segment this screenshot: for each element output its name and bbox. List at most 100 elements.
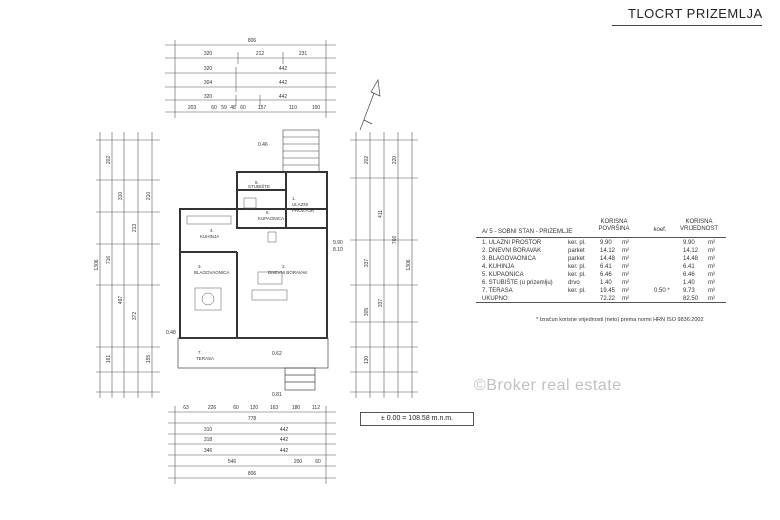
legend-header-text: A/ 5 - SOBNI STAN - PRIZEMLJE <box>482 229 573 235</box>
legend-cell-name: 4. KUHINJA <box>482 264 515 270</box>
level-label-b: 9.90 <box>333 240 343 246</box>
dim-top-row3-a: 304 <box>204 80 213 86</box>
dim-top-row2-b: 442 <box>279 66 288 72</box>
legend-cell-unit: m² <box>622 248 629 254</box>
legend-total-value: 82.50 <box>683 296 699 302</box>
room-7-name: TERASA <box>196 356 214 361</box>
legend-cell-vunit: m² <box>708 280 715 286</box>
legend-cell-area: 6.41 <box>600 264 612 270</box>
title-underline <box>612 25 762 26</box>
legend-cell-unit: m² <box>622 288 629 294</box>
legend-cell-value: 6.46 <box>683 272 695 278</box>
level-label-f: 0.81 <box>272 392 282 398</box>
dim-bottom-row1-b: 226 <box>208 405 217 411</box>
room-5-name: KUPAONICA <box>258 216 284 221</box>
dim-top-row1-a: 320 <box>204 51 213 57</box>
legend-cell-value: 6.41 <box>683 264 695 270</box>
dim-top-row1-c: 231 <box>299 51 308 57</box>
dim-right-inner-c: 130 <box>364 356 370 365</box>
legend-total-vunit: m² <box>708 296 715 302</box>
dim-right-mid-b: 411 <box>378 210 384 218</box>
legend-cell-floor: ker. pl. <box>568 272 586 278</box>
room-6-name: STUBIŠTE <box>248 183 270 189</box>
dim-left-outer: 1306 <box>94 259 100 270</box>
legend-cell-name: 7. TERASA <box>482 288 513 294</box>
dim-right-mid-e: 305 <box>364 308 370 317</box>
dim-left-inner-c: 210 <box>146 192 152 201</box>
dim-bottom-row5-a: 346 <box>204 448 213 454</box>
plan-title: TLOCRT PRIZEMLJA <box>628 6 763 21</box>
dim-bottom-total: 806 <box>248 471 257 477</box>
legend-cell-value: 14.48 <box>683 256 699 262</box>
dim-bottom-row3-a: 310 <box>204 427 213 433</box>
top-dimension-labels: 806 320 212 231 320 442 304 442 320 442 … <box>188 38 321 111</box>
dim-right-mid-c: 337 <box>364 259 370 268</box>
legend-total-area: 72.22 <box>600 296 616 302</box>
level-label-c: 8.10 <box>333 247 343 253</box>
legend-cell-floor: ker. pl. <box>568 288 586 294</box>
legend-cell-unit: m² <box>622 256 629 262</box>
dim-left-inner-d: 213 <box>132 224 138 233</box>
level-label-e: 0.48 <box>166 330 176 336</box>
legend-cell-unit: m² <box>622 264 629 270</box>
dim-bottom-row2: 778 <box>248 416 257 422</box>
top-dimension-chain <box>165 40 336 118</box>
dim-bottom-row4-b: 442 <box>280 437 289 443</box>
legend-col-value-line2: VRIJEDNOST <box>679 226 718 232</box>
room-4-name: KUHINJA <box>200 234 219 239</box>
legend-cell-floor: parket <box>568 248 585 254</box>
dim-bottom-row1-e: 163 <box>270 405 279 411</box>
dim-right-inner-b: 220 <box>392 156 398 165</box>
legend-cell-area: 19.45 <box>600 288 616 294</box>
legend-cell-name: 6. STUBIŠTE (u prizemlju) <box>482 280 553 286</box>
dim-left-inner-b: 310 <box>118 192 124 201</box>
dim-left-mid-a: 716 <box>106 256 112 265</box>
legend-cell-unit: m² <box>622 280 629 286</box>
legend-cell-vunit: m² <box>708 272 715 278</box>
legend-cell-area: 14.48 <box>600 256 616 262</box>
calculation-note: * Izračun korisne vrijednosti (neto) pre… <box>536 317 704 323</box>
dim-left-mid-c: 372 <box>132 312 138 321</box>
legend-total-name: UKUPNO <box>482 296 508 302</box>
room-labels: 1. ULAZNI PROSTOR 2. DNEVNI BORAVAK 3. B… <box>194 180 315 361</box>
dim-bottom-row6-b: 200 <box>294 459 303 465</box>
legend-col-area-line2: POVRŠINA <box>598 226 630 232</box>
legend-cell-floor: ker. pl. <box>568 240 586 246</box>
dim-top-total: 806 <box>248 38 257 44</box>
dim-top-row6-h: 100 <box>312 105 321 111</box>
dim-right-mid-d: 337 <box>378 299 384 308</box>
room-1-line2: PROSTOR <box>292 208 315 213</box>
dim-bottom-row1-f: 180 <box>292 405 301 411</box>
legend-cell-name: 2. DNEVNI BORAVAK <box>482 248 542 254</box>
north-arrow-icon <box>359 78 381 131</box>
right-dimension-chain <box>350 132 418 398</box>
room-7-number: 7. <box>198 350 202 355</box>
level-labels: 0.46 9.90 8.10 0.62 0.48 0.81 <box>166 142 343 398</box>
dim-left-inner-f: 155 <box>146 355 152 364</box>
legend-col-value-line1: KORISNA <box>685 219 713 225</box>
dim-bottom-row6-c: 60 <box>315 459 321 465</box>
dim-top-row6-g: 110 <box>289 105 297 111</box>
furniture <box>186 197 288 311</box>
legend-cell-value: 14.12 <box>683 248 699 254</box>
room-6-number: 6. <box>255 180 259 185</box>
legend-cell-floor: drvo <box>568 280 580 286</box>
dim-top-row6-f: 157 <box>258 105 267 111</box>
dim-bottom-row1-a: 63 <box>183 405 189 411</box>
legend-cell-name: 1. ULAZNI PROSTOR <box>482 240 542 246</box>
legend-rule-bottom <box>476 302 726 303</box>
room-1-number: 1. <box>292 196 296 201</box>
legend-col-value-head: KORISNA VRIJEDNOST <box>674 219 724 233</box>
legend-cell-vunit: m² <box>708 240 715 246</box>
level-label-a: 0.46 <box>258 142 268 148</box>
legend-rule-top <box>476 237 726 238</box>
dim-top-row6-e: 60 <box>240 105 246 111</box>
legend-cell-name: 5. KUPAONICA <box>482 272 524 278</box>
room-4-number: 4. <box>210 228 214 233</box>
